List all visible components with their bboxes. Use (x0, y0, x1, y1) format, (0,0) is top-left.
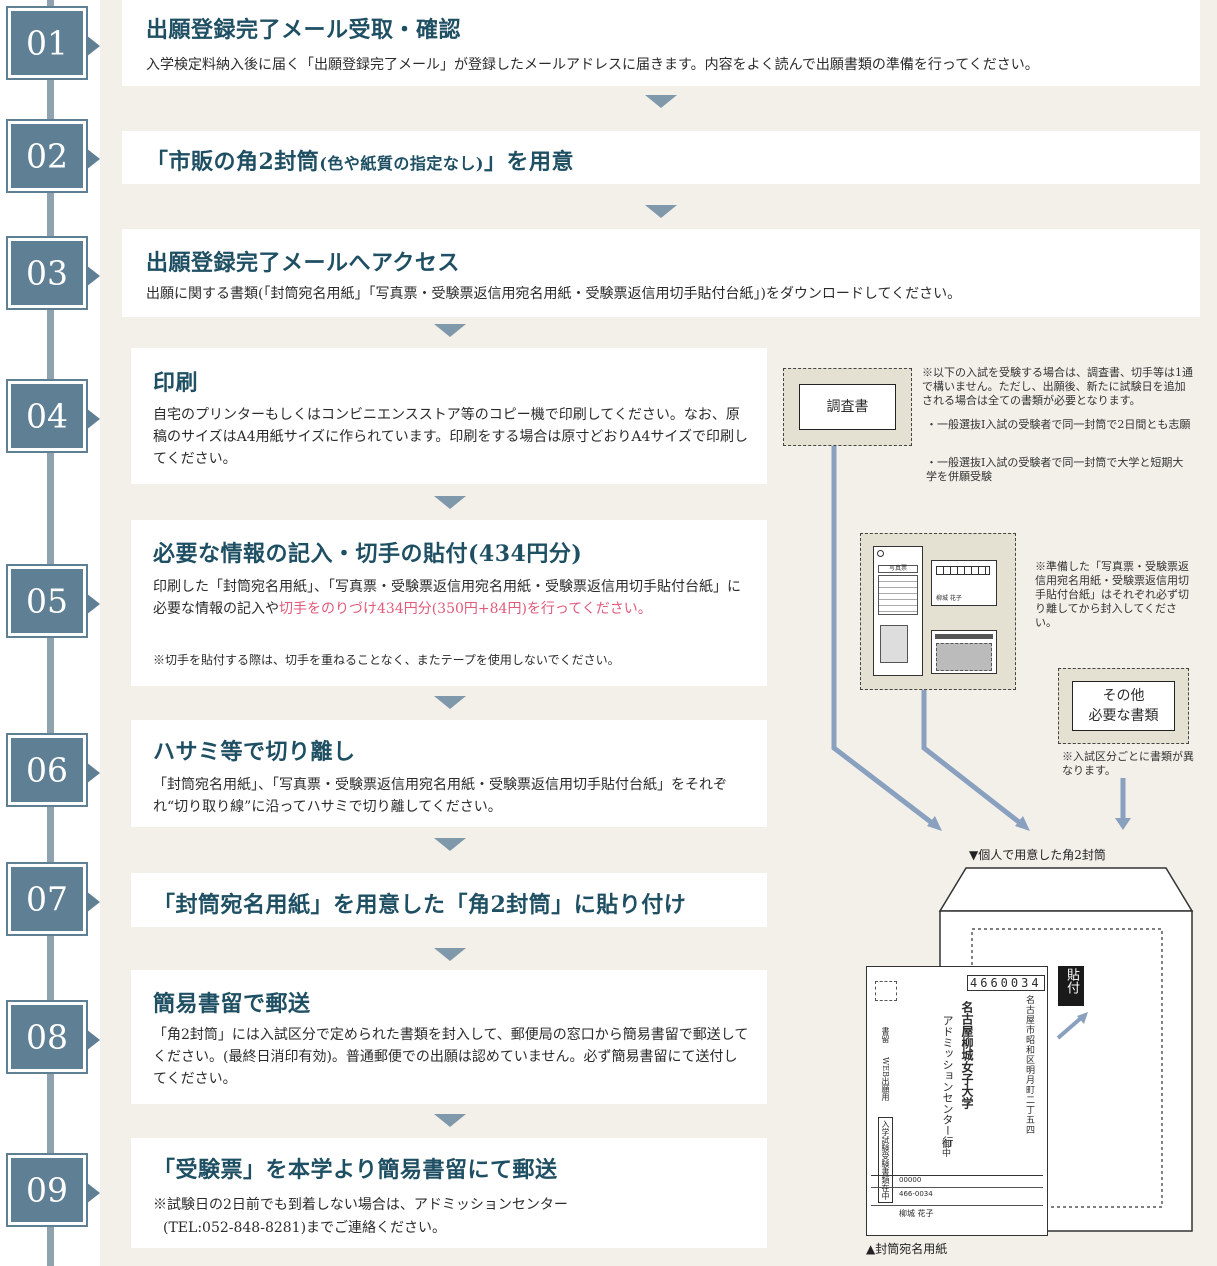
stamp-form (931, 630, 997, 674)
other-docs-label: その他 必要な書類 (1072, 681, 1175, 731)
punch-hole-icon (877, 550, 884, 557)
step-title-02: 「市販の角2封筒(色や紙質の指定なし)」を用意 (146, 149, 574, 175)
step-card-09: 「受験票」を本学より簡易書留にて郵送 ※試験日の2日前でも到着しない場合は、アド… (131, 1138, 767, 1248)
step-title-05: 必要な情報の記入・切手の貼付(434円分) (153, 541, 583, 567)
step-desc-03: 出願に関する書類(「封筒宛名用紙」「写真票・受験票返信用宛名用紙・受験票返信用切… (146, 286, 962, 302)
transcript-label: 調査書 (799, 384, 896, 430)
sample-name: 柳城 花子 (936, 595, 962, 602)
step-number-02: 02 (6, 119, 100, 193)
onchu-text: 御中 (940, 1139, 950, 1157)
other-docs-note: ※入試区分ごとに書類が異なります。 (1062, 750, 1194, 777)
step-title-01: 出願登録完了メール受取・確認 (146, 17, 462, 43)
down-arrow (645, 205, 677, 218)
step-number-06: 06 (6, 733, 100, 807)
step-number-07: 07 (6, 862, 100, 936)
step-card-06: ハサミ等で切り離し 「封筒宛名用紙」、「写真票・受験票返信用宛名用紙・受験票返信… (131, 720, 767, 827)
photo-form-title: 写真票 (878, 565, 918, 573)
document-type-label: 入学試験受験書類在中 (878, 1117, 893, 1203)
step-desc-09-line1: ※試験日の2日前でも到着しない場合は、アドミッションセンター (153, 1197, 568, 1213)
step-title-06: ハサミ等で切り離し (153, 739, 356, 765)
stamp-form-header (935, 634, 993, 639)
stamp-highlight: 切手をのりづけ434円分(350円+84円)を行ってください。 (279, 601, 652, 617)
photo-form: 写真票 (873, 546, 923, 676)
down-arrow (434, 838, 466, 851)
postal-code: 4660034 (967, 975, 1045, 991)
form-zip-row: 466-0034 (871, 1188, 1043, 1206)
step-title-07: 「封筒宛名用紙」を用意した「角2封筒」に貼り付け (153, 892, 687, 918)
form-name-row: 柳城 花子 (899, 1209, 934, 1218)
down-arrow (434, 496, 466, 509)
step-title-03: 出願登録完了メールへアクセス (146, 250, 460, 276)
step-number-09: 09 (6, 1153, 100, 1227)
registered-mail-label: 書留 (881, 1027, 890, 1043)
transcript-bullet-1: ・一般選抜Ⅰ入試の受験者で同一封筒で2日間とも志願 (926, 418, 1191, 431)
step-number-03: 03 (6, 236, 100, 310)
step-number-01: 01 (6, 6, 100, 80)
step-desc-06: 「封筒宛名用紙」、「写真票・受験票返信用宛名用紙・受験票返信用切手貼付台紙」をそ… (153, 777, 727, 815)
step-title-08: 簡易書留で郵送 (153, 991, 311, 1017)
step-card-07: 「封筒宛名用紙」を用意した「角2封筒」に貼り付け (131, 873, 767, 927)
form-caption: ▲封筒宛名用紙 (866, 1242, 948, 1256)
step-number-05: 05 (6, 564, 100, 638)
address-text: 名古屋市昭和区明月町二丁五四 (1024, 995, 1034, 1135)
step-card-01: 出願登録完了メール受取・確認 入学検定料納入後に届く「出願登録完了メール」が登録… (122, 0, 1200, 86)
step-card-08: 簡易書留で郵送 「角2封筒」には入試区分で定められた書類を封入して、郵便局の窓口… (131, 970, 767, 1104)
transcript-bullet-2: ・一般選抜Ⅰ入試の受験者で同一封筒で大学と短期大学を併願受験 (926, 456, 1184, 483)
stamp-area (936, 643, 992, 671)
return-address-form: 柳城 花子 (931, 560, 997, 606)
down-arrow (434, 324, 466, 337)
photo-form-fields (878, 575, 918, 615)
step-desc-04: 自宅のプリンターもしくはコンビニエンスストア等のコピー機で印刷してください。なお… (153, 407, 748, 467)
step-card-05: 必要な情報の記入・切手の貼付(434円分) 印刷した「封筒宛名用紙」、「写真票・… (131, 520, 767, 686)
step-note-05: ※切手を貼付する際は、切手を重ねることなく、またテープを使用しないでください。 (153, 653, 620, 667)
transcript-note: ※以下の入試を受験する場合は、調査書、切手等は1通で構いません。ただし、出願後、… (922, 366, 1193, 407)
postal-boxes (936, 566, 990, 575)
step-title-04: 印刷 (153, 370, 199, 396)
document-group-2: 写真票 柳城 花子 (860, 533, 1016, 690)
document-group-1: 調査書 (783, 368, 912, 446)
step-number-08: 08 (6, 1000, 100, 1074)
step-desc-05: 印刷した「封筒宛名用紙」、「写真票・受験票返信用宛名用紙・受験票返信用切手貼付台… (153, 579, 741, 617)
photo-placeholder (880, 625, 908, 663)
step-card-02: 「市販の角2封筒(色や紙質の指定なし)」を用意 (122, 131, 1200, 184)
step-number-04: 04 (6, 379, 100, 453)
photo-form-note: ※準備した「写真票・受験票返信用宛名用紙・受験票返信用切手貼付台紙」はそれぞれ必… (1035, 560, 1189, 629)
document-group-3: その他 必要な書類 (1058, 668, 1189, 744)
step-card-03: 出願登録完了メールへアクセス 出願に関する書類(「封筒宛名用紙」「写真票・受験票… (122, 229, 1200, 317)
down-arrow (434, 948, 466, 961)
step-title-09: 「受験票」を本学より簡易書留にて郵送 (153, 1157, 558, 1183)
down-arrow (645, 95, 677, 108)
form-id-row: 00000 (871, 1176, 1043, 1188)
recipient-office: アドミッションセンター行 (941, 1015, 954, 1147)
down-arrow (434, 696, 466, 709)
step-desc-01: 入学検定料納入後に届く「出願登録完了メール」が登録したメールアドレスに届きます。… (146, 57, 1039, 73)
down-arrow (434, 1114, 466, 1127)
stamp-box: 貼付 (1058, 966, 1084, 1006)
web-application-label: WEB出願用 (881, 1057, 890, 1101)
envelope-caption: ▼個人で用意した角2封筒 (969, 848, 1106, 862)
step-desc-08: 「角2封筒」には入試区分で定められた書類を封入して、郵便局の窓口から簡易書留で郵… (153, 1027, 749, 1087)
stamp-label: 貼付 (1064, 968, 1079, 994)
form-info-table: 00000 466-0034 柳城 花子 (871, 1175, 1043, 1225)
address-form: 4660034 名古屋市昭和区明月町二丁五四 名古屋柳城女子大学 アドミッション… (866, 966, 1048, 1236)
form-notice-box (875, 981, 897, 1001)
step-desc-09-line2: (TEL:052-848-8281)までご連絡ください。 (163, 1220, 447, 1236)
flow-arrows (831, 442, 1131, 831)
recipient-university: 名古屋柳城女子大学 (960, 1001, 974, 1109)
step-card-04: 印刷 自宅のプリンターもしくはコンビニエンスストア等のコピー機で印刷してください… (131, 348, 767, 484)
